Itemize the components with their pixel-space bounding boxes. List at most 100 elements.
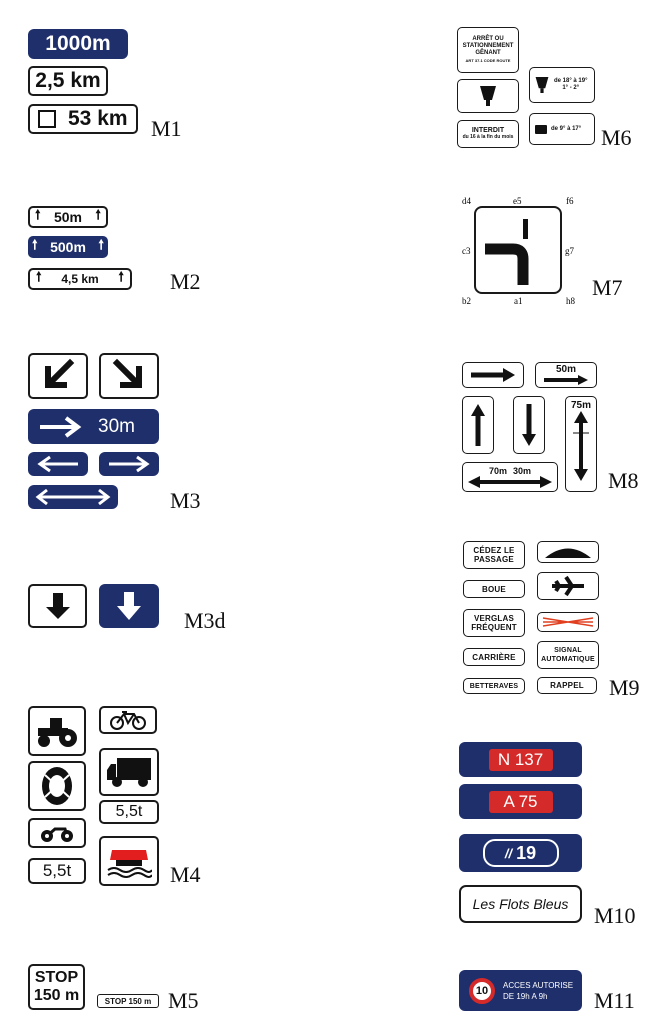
- m6-sign-parking-meter: [457, 79, 519, 113]
- m9-sign-hump: [537, 541, 599, 563]
- m6-arret-small: ART 37.1 CODE ROUTE: [465, 58, 511, 63]
- label-m3d: M3d: [184, 608, 226, 633]
- m4-sign-truck: [99, 748, 159, 796]
- m5-text-stop-small: STOP 150 m: [104, 996, 152, 1006]
- m4-text-weight-a: 5,5t: [115, 803, 143, 820]
- arrow-right-icon: [544, 375, 588, 385]
- arrow-up-icon: [471, 404, 485, 446]
- m10-text-place: Les Flots Bleus: [472, 896, 569, 912]
- m8-sign-right-50m: 50m: [535, 362, 597, 388]
- arrow-up-down-icon: [573, 411, 589, 481]
- m7-grid-e5: e5: [513, 196, 522, 206]
- m9-text-cedez-2: PASSAGE: [474, 555, 514, 564]
- m9-text-signal-1: SIGNAL: [554, 647, 582, 654]
- m8-text-70m: 70m: [488, 466, 507, 476]
- arrow-right-icon: [40, 415, 82, 438]
- m7-grid-b2: b2: [462, 296, 471, 306]
- m1-text-1000m: 1000m: [45, 32, 111, 55]
- m8-sign-leftright-70-30: 70m 30m: [462, 462, 558, 492]
- arrow-right-icon: [471, 368, 515, 382]
- m10-route-a-cartouche: A 75: [488, 790, 553, 813]
- m6-arret-line2: STATIONNEMENT: [462, 43, 514, 49]
- label-m9: M9: [609, 675, 640, 700]
- label-m1: M1: [151, 116, 182, 141]
- label-m6: M6: [601, 125, 632, 150]
- m10-route-n-cartouche: N 137: [488, 748, 553, 771]
- parking-meter-icon: [480, 86, 496, 106]
- label-m8: M8: [608, 468, 639, 493]
- m4-sign-tire: [28, 761, 86, 811]
- m6-arret-line3: GÊNANT: [475, 50, 501, 56]
- motorcycle-icon: [41, 827, 73, 842]
- m7-grid-h8: h8: [566, 296, 575, 306]
- m7-grid-a1: a1: [514, 296, 523, 306]
- m9-text-boue: BOUE: [482, 584, 506, 594]
- water-pollution-icon: [107, 850, 152, 878]
- m4-sign-tractor: [28, 706, 86, 756]
- label-m10: M10: [594, 903, 636, 928]
- m10-route-e-cartouche: // 19: [482, 839, 559, 867]
- m6-interdit-word: INTERDIT: [471, 127, 505, 134]
- label-m5: M5: [168, 988, 199, 1013]
- m2-text-4-5km: 4,5 km: [61, 272, 99, 286]
- m7-grid-c3: c3: [462, 246, 471, 256]
- crosswind-icon: [542, 617, 594, 627]
- arrow-down-icon: [45, 593, 70, 619]
- airplane-icon: [552, 575, 584, 597]
- m3-text-30m: 30m: [98, 415, 135, 437]
- label-m4: M4: [170, 862, 201, 887]
- label-m11: M11: [594, 988, 635, 1013]
- m8-text-75m: 75m: [570, 400, 591, 411]
- m3d-sign-white-down: [28, 584, 87, 628]
- m6-sign-disc-hours: de 9° à 17°: [529, 113, 595, 145]
- m2-text-500m: 500m: [50, 239, 86, 255]
- m8-text-30m: 30m: [513, 466, 532, 476]
- arrow-down-right-icon: [112, 358, 142, 388]
- m6-interdit-small: du 16 à la fin du mois: [462, 134, 514, 140]
- m9-sign-airplane: [537, 572, 599, 600]
- m3-sign-arrow-down-left: [28, 353, 88, 399]
- m9-sign-rappel: RAPPEL: [537, 677, 597, 694]
- snow-chain-tire-icon: [42, 767, 72, 805]
- m4-sign-motorcycle: [28, 818, 86, 848]
- parking-disc-icon: [535, 124, 547, 134]
- m5-sign-stop-big: STOP 150 m: [28, 964, 85, 1010]
- road-emblem-icon: //: [504, 845, 513, 861]
- m3d-sign-blue-down: [99, 584, 159, 628]
- arrow-left-icon: [37, 455, 78, 473]
- m9-sign-boue: BOUE: [463, 580, 525, 598]
- label-m3: M3: [170, 488, 201, 513]
- m8-sign-up: [462, 396, 494, 454]
- m1-text-2-5km: 2,5 km: [35, 69, 101, 92]
- m1-text-53km: 53 km: [68, 107, 128, 130]
- tractor-icon: [38, 718, 77, 747]
- arrow-left-right-icon: [35, 488, 111, 506]
- m3-sign-arrow-down-right: [99, 353, 159, 399]
- m7-grid-g7: g7: [565, 246, 574, 256]
- square-icon: [38, 110, 56, 128]
- m6-hours-a2: 1° - 2°: [562, 85, 580, 91]
- m3-sign-right-30m: 30m: [28, 409, 159, 444]
- m3-sign-left: [28, 452, 88, 476]
- m10-sign-19: // 19: [459, 834, 582, 872]
- up-arrow-icon: 🠕: [98, 237, 104, 252]
- m8-text-50m: 50m: [555, 364, 576, 375]
- m5-text-150m: 150 m: [33, 987, 80, 1004]
- parking-meter-icon: [535, 77, 549, 93]
- arrow-down-left-icon: [45, 358, 75, 388]
- m9-sign-cedez: CÉDEZ LE PASSAGE: [463, 541, 525, 569]
- m9-sign-betteraves: BETTERAVES: [463, 678, 525, 694]
- m4-sign-weight-a: 5,5t: [99, 800, 159, 824]
- m1-sign-1000m: 1000m: [28, 29, 128, 59]
- m9-sign-verglas: VERGLAS FRÉQUENT: [463, 609, 525, 637]
- m3-sign-left-right: [28, 485, 118, 509]
- m10-sign-a75: A 75: [459, 784, 582, 819]
- truck-icon: [107, 758, 151, 787]
- m6-sign-interdit: INTERDIT du 16 à la fin du mois: [457, 120, 519, 148]
- m10-text-a75: A 75: [503, 791, 538, 811]
- m3-sign-right: [99, 452, 159, 476]
- m4-sign-bicycle: [99, 706, 157, 734]
- m5-sign-stop-small: STOP 150 m: [97, 994, 159, 1008]
- m11-sign-access: 10 ACCES AUTORISE DE 19h A 9h: [459, 970, 582, 1011]
